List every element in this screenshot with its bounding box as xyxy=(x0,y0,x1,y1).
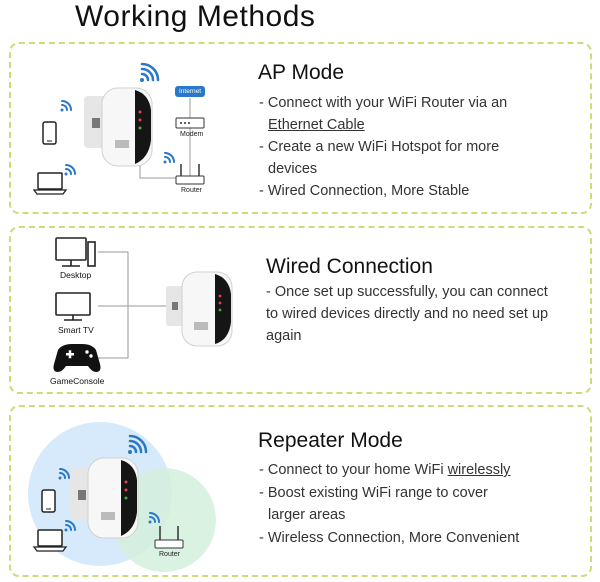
wifi-icon xyxy=(64,164,76,176)
wifi-icon xyxy=(128,434,148,454)
repeater-line: - Connect to your home WiFi wirelessly xyxy=(259,462,510,478)
repeater-line: larger areas xyxy=(268,507,346,523)
wifi-icon xyxy=(58,468,70,480)
smart-tv-label: Smart TV xyxy=(58,325,94,335)
wifi-icon xyxy=(64,520,76,532)
ap-mode-line: devices xyxy=(268,161,318,177)
repeater-line-text: - Connect to your home WiFi xyxy=(259,462,448,478)
wirelessly-text: wirelessly xyxy=(447,462,511,478)
ap-mode-line: - Connect with your WiFi Router via an xyxy=(259,95,508,111)
ap-mode-line: - Create a new WiFi Hotspot for more xyxy=(259,139,500,155)
page-title: Working Methods xyxy=(75,0,316,33)
repeater-device-icon xyxy=(166,271,233,347)
tv-icon xyxy=(55,292,91,321)
phone-icon xyxy=(41,489,56,513)
router-label: Router xyxy=(159,551,181,558)
wifi-icon xyxy=(163,152,175,164)
gamepad-icon xyxy=(53,344,101,372)
repeater-line: - Boost existing WiFi range to cover xyxy=(259,485,488,501)
ap-mode-line: - Wired Connection, More Stable xyxy=(259,183,470,199)
wired-line: - Once set up successfully, you can conn… xyxy=(266,284,548,300)
repeater-device-icon xyxy=(84,87,153,167)
modem-label: Modem xyxy=(180,131,204,138)
laptop-icon xyxy=(32,172,68,195)
modem-icon xyxy=(175,117,205,129)
wifi-icon xyxy=(148,512,160,524)
ap-mode-heading: AP Mode xyxy=(258,61,344,84)
repeater-device-icon xyxy=(70,457,139,539)
wired-line: to wired devices directly and no need se… xyxy=(266,306,549,322)
ap-mode-line: Ethernet Cable xyxy=(268,117,365,133)
wired-line: again xyxy=(266,328,302,344)
desktop-label: Desktop xyxy=(60,270,92,280)
wifi-icon xyxy=(140,62,160,82)
router-icon xyxy=(154,526,184,549)
game-console-label: GameConsole xyxy=(50,376,105,386)
router-icon xyxy=(175,164,205,185)
desktop-icon xyxy=(55,237,96,267)
repeater-mode-heading: Repeater Mode xyxy=(258,429,403,452)
phone-icon xyxy=(42,121,57,145)
laptop-icon xyxy=(32,529,68,552)
wired-connection-panel xyxy=(9,226,592,394)
internet-label: Internet xyxy=(175,86,206,97)
wired-connection-heading: Wired Connection xyxy=(266,255,433,278)
router-label: Router xyxy=(181,187,203,194)
wifi-icon xyxy=(60,100,72,112)
repeater-line: - Wireless Connection, More Convenient xyxy=(259,530,520,546)
